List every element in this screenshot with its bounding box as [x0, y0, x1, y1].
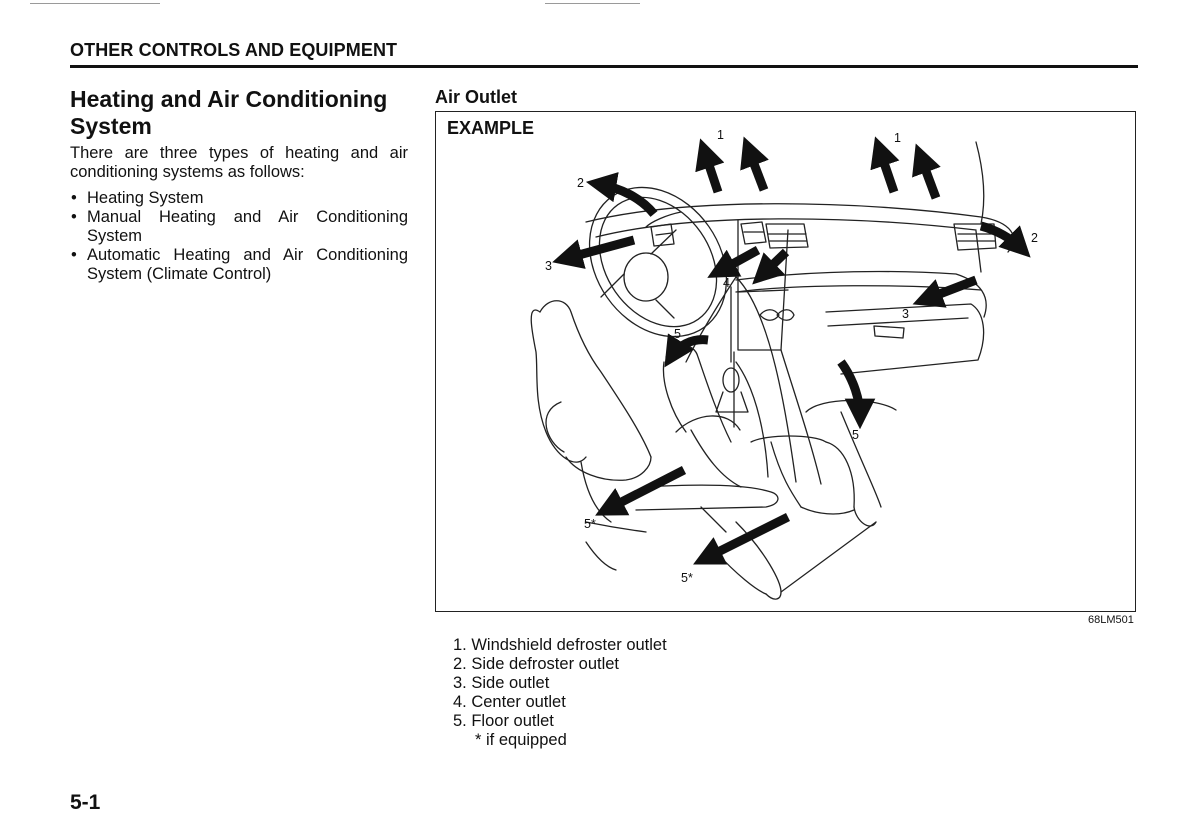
callout-3: 3 — [902, 307, 909, 321]
scan-artifact — [545, 3, 640, 4]
system-list: • Heating System • Manual Heating and Air … — [70, 189, 408, 284]
scan-artifact — [30, 3, 160, 4]
defroster-arrow — [695, 138, 725, 194]
callout-2: 2 — [1031, 231, 1038, 245]
defroster-arrow — [740, 136, 769, 192]
title-line-1: Heating and Air Conditioning — [70, 86, 388, 112]
figure-code: 68LM501 — [1088, 614, 1134, 626]
floor-outlet-arrow — [595, 465, 687, 516]
bullet-icon: • — [71, 246, 77, 264]
legend-item: 4. Center outlet — [453, 693, 566, 711]
callout-1: 1 — [717, 128, 724, 142]
center-outlet-arrow — [707, 246, 761, 278]
side-outlet-arrow — [912, 275, 978, 308]
side-defroster-arrow — [585, 172, 658, 217]
list-item-text: Automatic Heating and Air Conditioning S… — [87, 246, 408, 283]
air-outlet-illustration: 1 1 2 2 3 3 4 5 5 5* 5* — [530, 128, 1038, 600]
legend-item: 2. Side defroster outlet — [453, 655, 620, 673]
page-title: Heating and Air Conditioning System — [70, 86, 408, 140]
floor-outlet-arrow — [664, 333, 709, 368]
list-item-text: Manual Heating and Air Conditioning Syst… — [87, 208, 408, 245]
figure-label: EXAMPLE — [447, 118, 535, 138]
callout-3: 3 — [545, 259, 552, 273]
callout-4: 4 — [723, 276, 730, 290]
defroster-arrow — [912, 143, 941, 200]
legend-item: 5. Floor outlet — [453, 712, 554, 730]
bullet-icon: • — [71, 189, 77, 207]
cabin-line-art — [530, 141, 1015, 600]
center-outlet-arrow — [752, 248, 790, 285]
legend-item: 3. Side outlet — [453, 674, 550, 692]
airflow-arrows — [552, 136, 1031, 565]
legend-note: * if equipped — [475, 731, 567, 749]
page-number: 5-1 — [70, 791, 101, 814]
legend-item: 1. Windshield defroster outlet — [453, 636, 667, 654]
list-item: • Automatic Heating and Air Conditioning … — [70, 246, 408, 284]
callout-2: 2 — [577, 176, 584, 190]
side-outlet-arrow — [552, 235, 636, 269]
floor-outlet-arrow — [693, 512, 791, 565]
callout-5: 5 — [852, 428, 859, 442]
figure-box: 1 1 2 2 3 3 4 5 5 5* 5* EXAMPLE — [435, 111, 1136, 612]
list-item-text: Heating System — [87, 189, 204, 207]
callout-5-star: 5* — [681, 571, 693, 585]
title-line-2: System — [70, 113, 152, 139]
section-header: OTHER CONTROLS AND EQUIPMENT — [70, 40, 398, 60]
intro-paragraph: There are three types of heating and air… — [70, 144, 408, 181]
callout-5: 5 — [674, 327, 681, 341]
left-column: Heating and Air Conditioning System Ther… — [70, 86, 408, 284]
side-defroster-arrow — [979, 221, 1031, 258]
list-item: • Manual Heating and Air Conditioning Sys… — [70, 208, 408, 246]
floor-outlet-arrow — [837, 359, 876, 430]
bullet-icon: • — [71, 208, 77, 226]
list-item: • Heating System — [70, 189, 408, 208]
legend-list: 1. Windshield defroster outlet 2. Side d… — [453, 636, 667, 750]
callout-5-star: 5* — [584, 517, 596, 531]
defroster-arrow — [870, 136, 900, 194]
header-rule — [70, 65, 1138, 68]
callout-1: 1 — [894, 131, 901, 145]
figure-subtitle: Air Outlet — [435, 87, 518, 107]
